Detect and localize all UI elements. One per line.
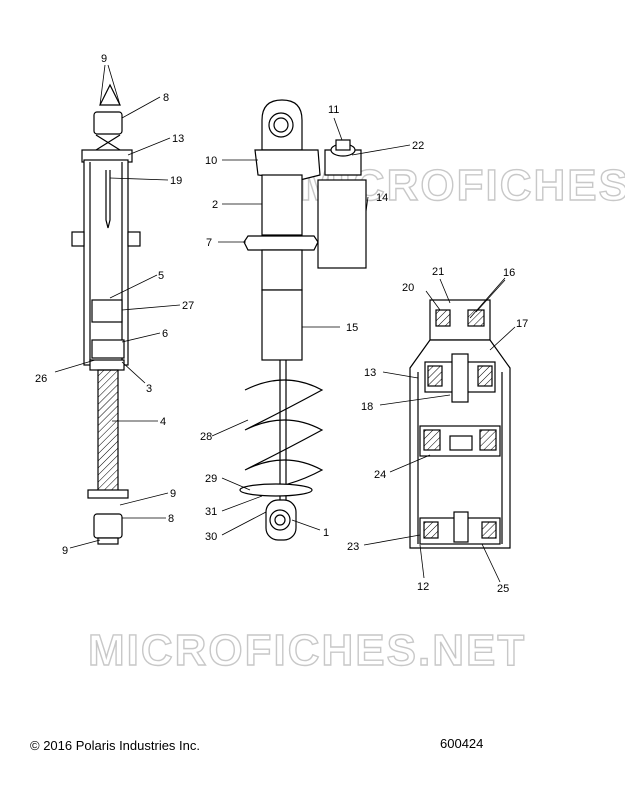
callout-11: 11 bbox=[328, 104, 339, 116]
center-coilover-assembly bbox=[239, 99, 367, 541]
callout-5: 5 bbox=[158, 270, 164, 282]
callout-13-left: 13 bbox=[172, 133, 184, 145]
left-shock-cross-section bbox=[71, 83, 141, 545]
callout-22: 22 bbox=[412, 140, 424, 152]
callout-9-top: 9 bbox=[101, 53, 107, 65]
callout-numbers: 9 8 13 19 5 27 6 26 3 4 9 8 9 11 22 10 1… bbox=[35, 53, 528, 595]
callout-21: 21 bbox=[432, 266, 444, 278]
copyright-notice: © 2016 Polaris Industries Inc. bbox=[30, 738, 200, 753]
watermark-bottom: MICROFICHES.NET bbox=[88, 626, 526, 675]
callout-8-top: 8 bbox=[163, 92, 169, 104]
callout-27: 27 bbox=[182, 300, 194, 312]
callout-18: 18 bbox=[361, 401, 373, 413]
callout-9-bottom: 9 bbox=[62, 545, 68, 557]
callout-24: 24 bbox=[374, 469, 386, 481]
diagram-id: 600424 bbox=[440, 736, 484, 751]
callout-1: 1 bbox=[323, 527, 329, 539]
callout-12: 12 bbox=[417, 581, 429, 593]
callout-9-middle: 9 bbox=[170, 488, 176, 500]
callout-30: 30 bbox=[205, 531, 217, 543]
callout-3: 3 bbox=[146, 383, 152, 395]
callout-14: 14 bbox=[376, 192, 388, 204]
callout-17: 17 bbox=[516, 318, 528, 330]
callout-20: 20 bbox=[402, 282, 414, 294]
callout-15: 15 bbox=[346, 322, 358, 334]
callout-26: 26 bbox=[35, 373, 47, 385]
callout-28: 28 bbox=[200, 431, 212, 443]
callout-13-right: 13 bbox=[364, 367, 376, 379]
callout-31: 31 bbox=[205, 506, 217, 518]
callout-8-bottom: 8 bbox=[168, 513, 174, 525]
callout-6: 6 bbox=[162, 328, 168, 340]
callout-29: 29 bbox=[205, 473, 217, 485]
callout-19: 19 bbox=[170, 175, 182, 187]
callout-4: 4 bbox=[160, 416, 166, 428]
callout-7: 7 bbox=[206, 237, 212, 249]
leader-lines bbox=[54, 64, 516, 583]
callout-25: 25 bbox=[497, 583, 509, 595]
callout-16: 16 bbox=[503, 267, 515, 279]
callout-23: 23 bbox=[347, 541, 359, 553]
callout-2: 2 bbox=[212, 199, 218, 211]
right-reservoir-cross-section bbox=[409, 299, 511, 549]
callout-10: 10 bbox=[205, 155, 217, 167]
